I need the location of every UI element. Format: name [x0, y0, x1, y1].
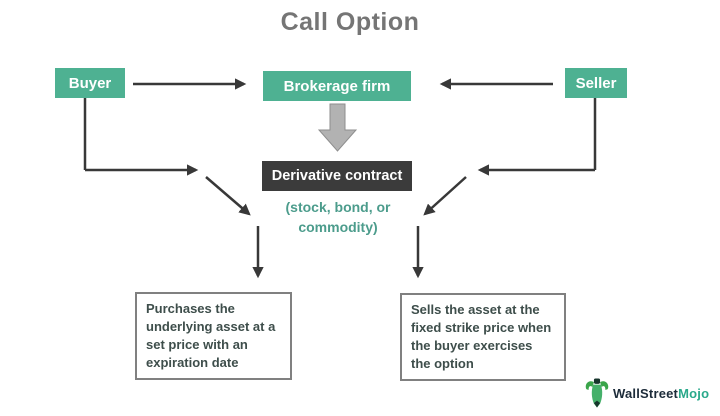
wallstreetmojo-logo: WallStreetMojo	[584, 376, 709, 410]
buyer-outcome-line: expiration date	[146, 355, 239, 370]
mojo-bull-icon	[584, 376, 610, 410]
buyer-label: Buyer	[68, 74, 112, 92]
seller-outcome-line: fixed strike price when	[411, 320, 552, 335]
seller-outcome-box: Sells the asset at the fixed strike pric…	[400, 293, 566, 381]
seller-node: Seller	[565, 68, 627, 98]
asset-note-line: (stock, bond, or	[285, 199, 391, 215]
seller-outcome-line: the option	[411, 356, 474, 371]
diagram-title: Call Option	[280, 8, 420, 36]
seller-label: Seller	[575, 74, 617, 92]
seller-outcome-line: the buyer exercises	[411, 338, 533, 353]
buyer-node: Buyer	[55, 68, 125, 98]
brokerage-to-derivative-block-arrow	[317, 103, 358, 152]
logo-text-primary: WallStreet	[613, 385, 679, 401]
buyer-outcome-box: Purchases the underlying asset at a set …	[135, 292, 292, 380]
brokerage-firm-label: Brokerage firm	[283, 77, 391, 95]
buyer-outcome-line: underlying asset at a	[146, 319, 276, 334]
asset-note-line: commodity)	[298, 219, 378, 235]
seller-outcome-line: Sells the asset at the	[411, 302, 540, 317]
asset-note: (stock, bond, or commodity)	[257, 197, 419, 237]
buyer-outcome-line: set price with an	[146, 337, 248, 352]
logo-text-secondary: Mojo	[678, 385, 710, 401]
buyer-to-outcome-path	[83, 98, 264, 279]
brokerage-firm-node: Brokerage firm	[263, 71, 411, 101]
seller-to-outcome-path	[412, 98, 597, 279]
logo-wordmark: WallStreetMojo	[613, 386, 709, 401]
derivative-contract-node: Derivative contract	[262, 161, 412, 191]
buyer-outcome-line: Purchases the	[146, 301, 235, 316]
derivative-contract-label: Derivative contract	[271, 168, 403, 184]
